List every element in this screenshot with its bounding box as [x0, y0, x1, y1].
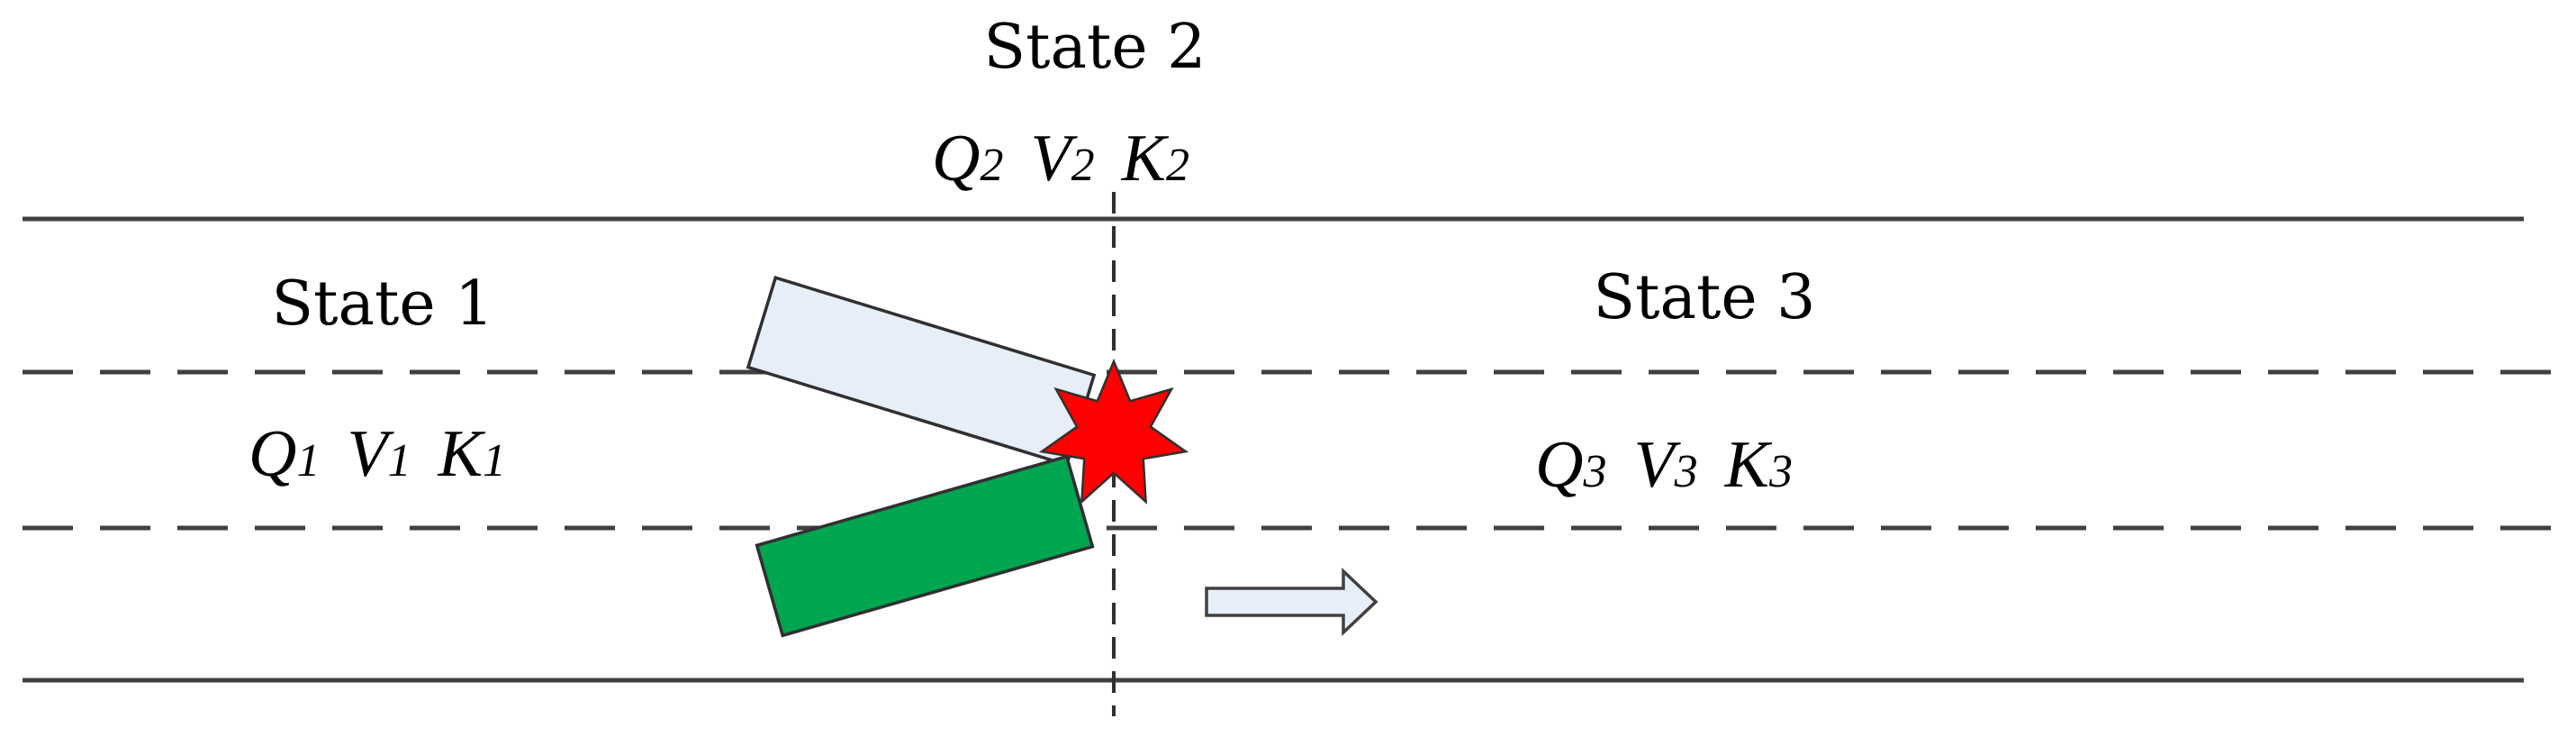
direction-arrow-icon	[1205, 567, 1378, 637]
state-1-k-sub: 1	[483, 435, 506, 487]
state-2-k-sub: 2	[1166, 140, 1189, 191]
state-2-title: State 2	[984, 12, 1207, 83]
state-3-k-sub: 3	[1768, 446, 1793, 497]
state-3-q: Q	[1535, 428, 1583, 502]
state-2-q-sub: 2	[980, 140, 1003, 191]
state-1-q-sub: 1	[296, 435, 320, 487]
state-3-v: V	[1633, 428, 1681, 502]
state-3-k: K	[1724, 428, 1773, 502]
state-1-q: Q	[249, 417, 296, 491]
collision-star-icon	[1038, 358, 1189, 505]
state-1-title: State 1	[272, 268, 494, 340]
vehicle-green	[755, 454, 1095, 638]
state-2-k: K	[1121, 122, 1170, 196]
state-2-v-sub: 2	[1071, 140, 1095, 191]
state-2-q: Q	[932, 122, 980, 196]
state-3-v-sub: 3	[1674, 446, 1698, 497]
state-3-title: State 3	[1594, 262, 1816, 333]
state-1-k: K	[438, 417, 486, 491]
state-1-v: V	[347, 417, 394, 491]
vehicle-light	[746, 275, 1097, 468]
state-3-q-sub: 3	[1582, 446, 1606, 497]
state-1-v-sub: 1	[388, 435, 411, 487]
state-2-v: V	[1030, 122, 1078, 196]
